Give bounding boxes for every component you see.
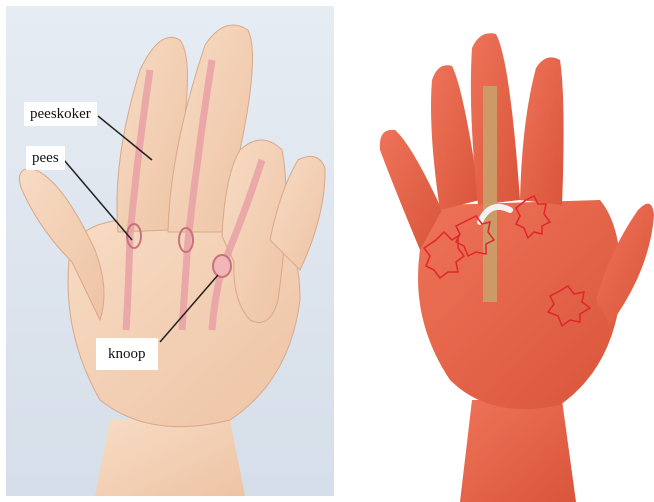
photo-panel <box>340 0 654 502</box>
label-tendon-sheath: peeskoker <box>24 102 97 126</box>
tendon-nodule <box>213 255 231 277</box>
label-tendon: pees <box>26 146 65 170</box>
illustrated-hand <box>0 0 340 502</box>
anatomy-illustration: peeskoker pees knoop <box>0 0 340 502</box>
label-nodule: knoop <box>96 338 158 370</box>
wrist <box>460 400 576 502</box>
incision-line <box>483 86 497 302</box>
forearm <box>95 420 245 496</box>
photo-hand <box>340 0 654 502</box>
